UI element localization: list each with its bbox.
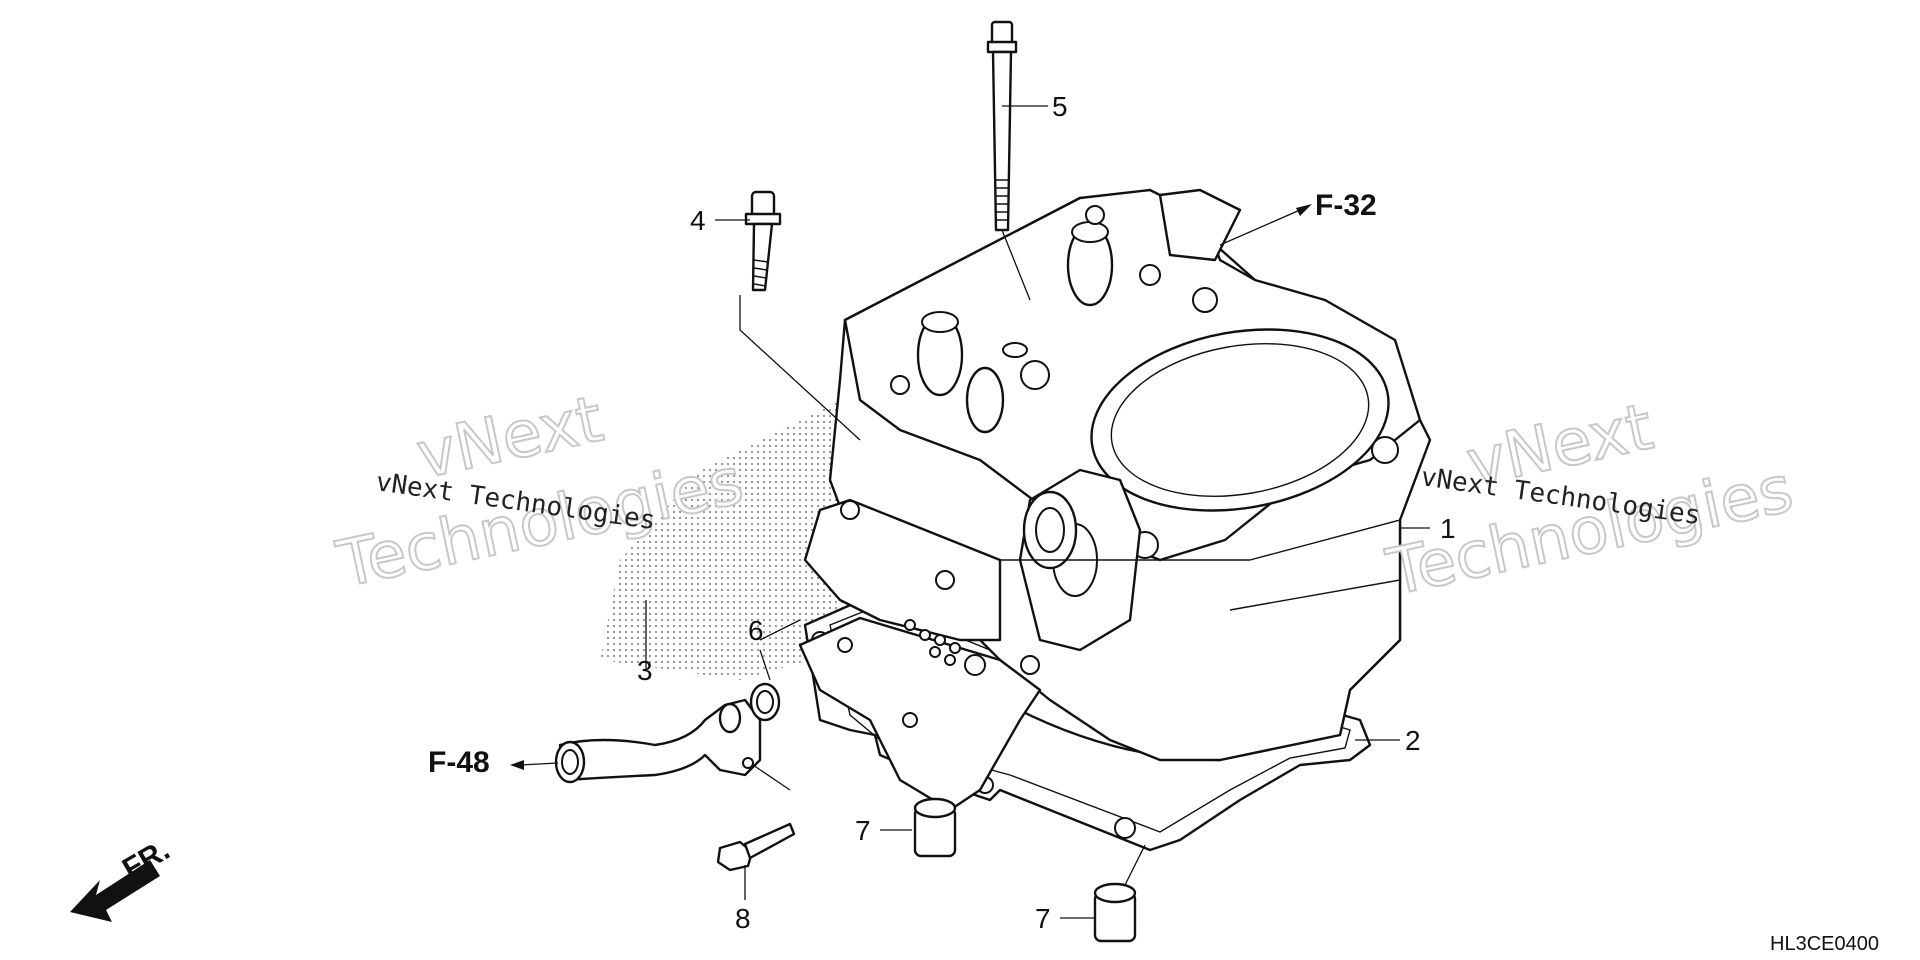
callout-1: 1 bbox=[1440, 513, 1456, 544]
front-direction-arrow: FR. bbox=[70, 833, 175, 922]
callout-7a: 7 bbox=[855, 815, 871, 846]
cylinder bbox=[803, 188, 1432, 762]
callout-8: 8 bbox=[735, 903, 751, 934]
reference-f48: F-48 bbox=[428, 746, 490, 779]
flange-bolt bbox=[744, 190, 782, 292]
base-plate-holes bbox=[798, 616, 1042, 812]
dowel-pin-b bbox=[1093, 882, 1137, 943]
drawing-code: HL3CE0400 bbox=[1770, 933, 1879, 955]
callout-3: 3 bbox=[637, 655, 653, 686]
leader-lines bbox=[510, 105, 1430, 919]
callout-2: 2 bbox=[1405, 725, 1421, 756]
callout-4: 4 bbox=[690, 205, 706, 236]
pipe-bolt bbox=[716, 822, 796, 872]
water-pipe bbox=[554, 698, 762, 784]
callout-5: 5 bbox=[1052, 91, 1068, 122]
stud-bolt bbox=[986, 20, 1018, 232]
reference-f32: F-32 bbox=[1315, 189, 1377, 222]
dowel-pin-a bbox=[913, 797, 957, 858]
callout-7b: 7 bbox=[1035, 903, 1051, 934]
callout-6: 6 bbox=[748, 615, 764, 646]
